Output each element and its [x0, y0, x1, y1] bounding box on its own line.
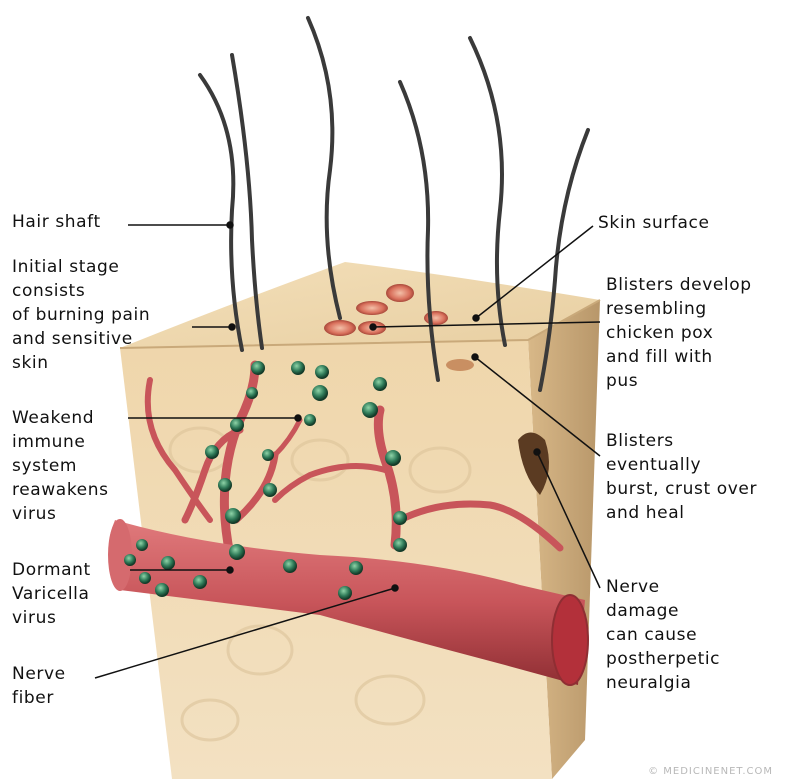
- blister: [324, 320, 356, 336]
- virus-particle: [218, 478, 232, 492]
- virus-particle: [246, 387, 258, 399]
- label-line: Blisters develop: [606, 273, 752, 297]
- leader-dot: [370, 324, 376, 330]
- label-line: can cause: [606, 623, 720, 647]
- label-skin-surface: Skin surface: [598, 211, 710, 235]
- virus-particle: [291, 361, 305, 375]
- label-hair-shaft: Hair shaft: [12, 210, 101, 234]
- blister: [386, 284, 414, 302]
- label-blisters-burst: Blisters eventually burst, crust over an…: [606, 429, 757, 525]
- label-blisters-develop: Blisters develop resembling chicken pox …: [606, 273, 752, 393]
- virus-particle: [205, 445, 219, 459]
- virus-particle: [304, 414, 316, 426]
- virus-particle: [230, 418, 244, 432]
- virus-particle: [155, 583, 169, 597]
- label-line: of burning pain: [12, 303, 150, 327]
- label-line: resembling: [606, 297, 752, 321]
- label-line: eventually: [606, 453, 757, 477]
- virus-particle: [312, 385, 328, 401]
- label-nerve-fiber: Nerve fiber: [12, 662, 66, 710]
- blister: [424, 311, 448, 325]
- label-nerve-damage: Nerve damage can cause postherpetic neur…: [606, 575, 720, 695]
- blister: [356, 301, 388, 315]
- label-dormant-varicella: Dormant Varicella virus: [12, 558, 91, 630]
- leader-dot: [392, 585, 398, 591]
- leader-dot: [227, 567, 233, 573]
- label-line: Dormant: [12, 558, 91, 582]
- virus-particle: [139, 572, 151, 584]
- label-line: and sensitive: [12, 327, 150, 351]
- label-line: postherpetic: [606, 647, 720, 671]
- label-line: Nerve: [12, 662, 66, 686]
- virus-particle: [229, 544, 245, 560]
- leader-dot: [534, 449, 540, 455]
- virus-particle: [263, 483, 277, 497]
- blister: [446, 359, 474, 371]
- label-line: and heal: [606, 501, 757, 525]
- copyright-credit: © MEDICINENET.COM: [648, 766, 773, 777]
- label-line: pus: [606, 369, 752, 393]
- virus-particle: [283, 559, 297, 573]
- label-line: fiber: [12, 686, 66, 710]
- label-line: consists: [12, 279, 150, 303]
- virus-particle: [373, 377, 387, 391]
- virus-particle: [136, 539, 148, 551]
- virus-particle: [262, 449, 274, 461]
- label-line: Initial stage: [12, 255, 150, 279]
- virus-particle: [349, 561, 363, 575]
- label-line: immune: [12, 430, 109, 454]
- virus-particle: [124, 554, 136, 566]
- label-line: Nerve: [606, 575, 720, 599]
- leader-dot: [229, 324, 235, 330]
- label-weakend-immune: Weakend immune system reawakens virus: [12, 406, 109, 526]
- virus-particle: [315, 365, 329, 379]
- virus-particle: [193, 575, 207, 589]
- label-line: Hair shaft: [12, 210, 101, 234]
- leader-dot: [295, 415, 301, 421]
- label-line: Skin surface: [598, 211, 710, 235]
- virus-particle: [161, 556, 175, 570]
- label-line: reawakens: [12, 478, 109, 502]
- label-line: and fill with: [606, 345, 752, 369]
- virus-particle: [393, 511, 407, 525]
- label-line: system: [12, 454, 109, 478]
- leader-dot: [227, 222, 233, 228]
- label-line: burst, crust over: [606, 477, 757, 501]
- label-line: Weakend: [12, 406, 109, 430]
- virus-particle: [385, 450, 401, 466]
- label-line: chicken pox: [606, 321, 752, 345]
- label-line: neuralgia: [606, 671, 720, 695]
- virus-particle: [251, 361, 265, 375]
- label-line: skin: [12, 351, 150, 375]
- label-line: Varicella: [12, 582, 91, 606]
- label-line: Blisters: [606, 429, 757, 453]
- virus-particle: [393, 538, 407, 552]
- label-line: virus: [12, 606, 91, 630]
- nerve-cut-end: [552, 595, 588, 685]
- leader-dot: [472, 354, 478, 360]
- virus-particle: [362, 402, 378, 418]
- label-line: virus: [12, 502, 109, 526]
- leader-dot: [473, 315, 479, 321]
- label-line: damage: [606, 599, 720, 623]
- label-initial-stage: Initial stage consists of burning pain a…: [12, 255, 150, 375]
- virus-particle: [338, 586, 352, 600]
- virus-particle: [225, 508, 241, 524]
